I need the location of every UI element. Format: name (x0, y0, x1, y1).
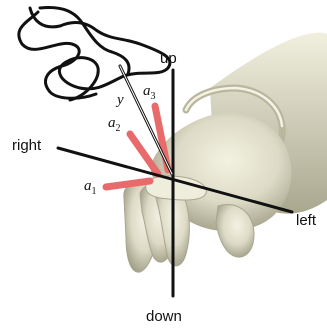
label-up: up (160, 50, 177, 67)
label-a2: a2 (108, 115, 121, 134)
label-a3-index: 3 (151, 91, 156, 102)
label-a3-name: a (143, 83, 151, 99)
label-a2-name: a (108, 115, 116, 131)
label-a1-name: a (84, 178, 92, 194)
label-a2-index: 2 (116, 123, 121, 134)
label-a1-index: 1 (92, 186, 97, 197)
label-y: y (115, 92, 124, 108)
label-a3: a3 (143, 83, 156, 102)
label-a1: a1 (84, 178, 97, 197)
label-right: right (12, 137, 42, 154)
label-down: down (146, 308, 182, 325)
label-left: left (296, 212, 317, 229)
